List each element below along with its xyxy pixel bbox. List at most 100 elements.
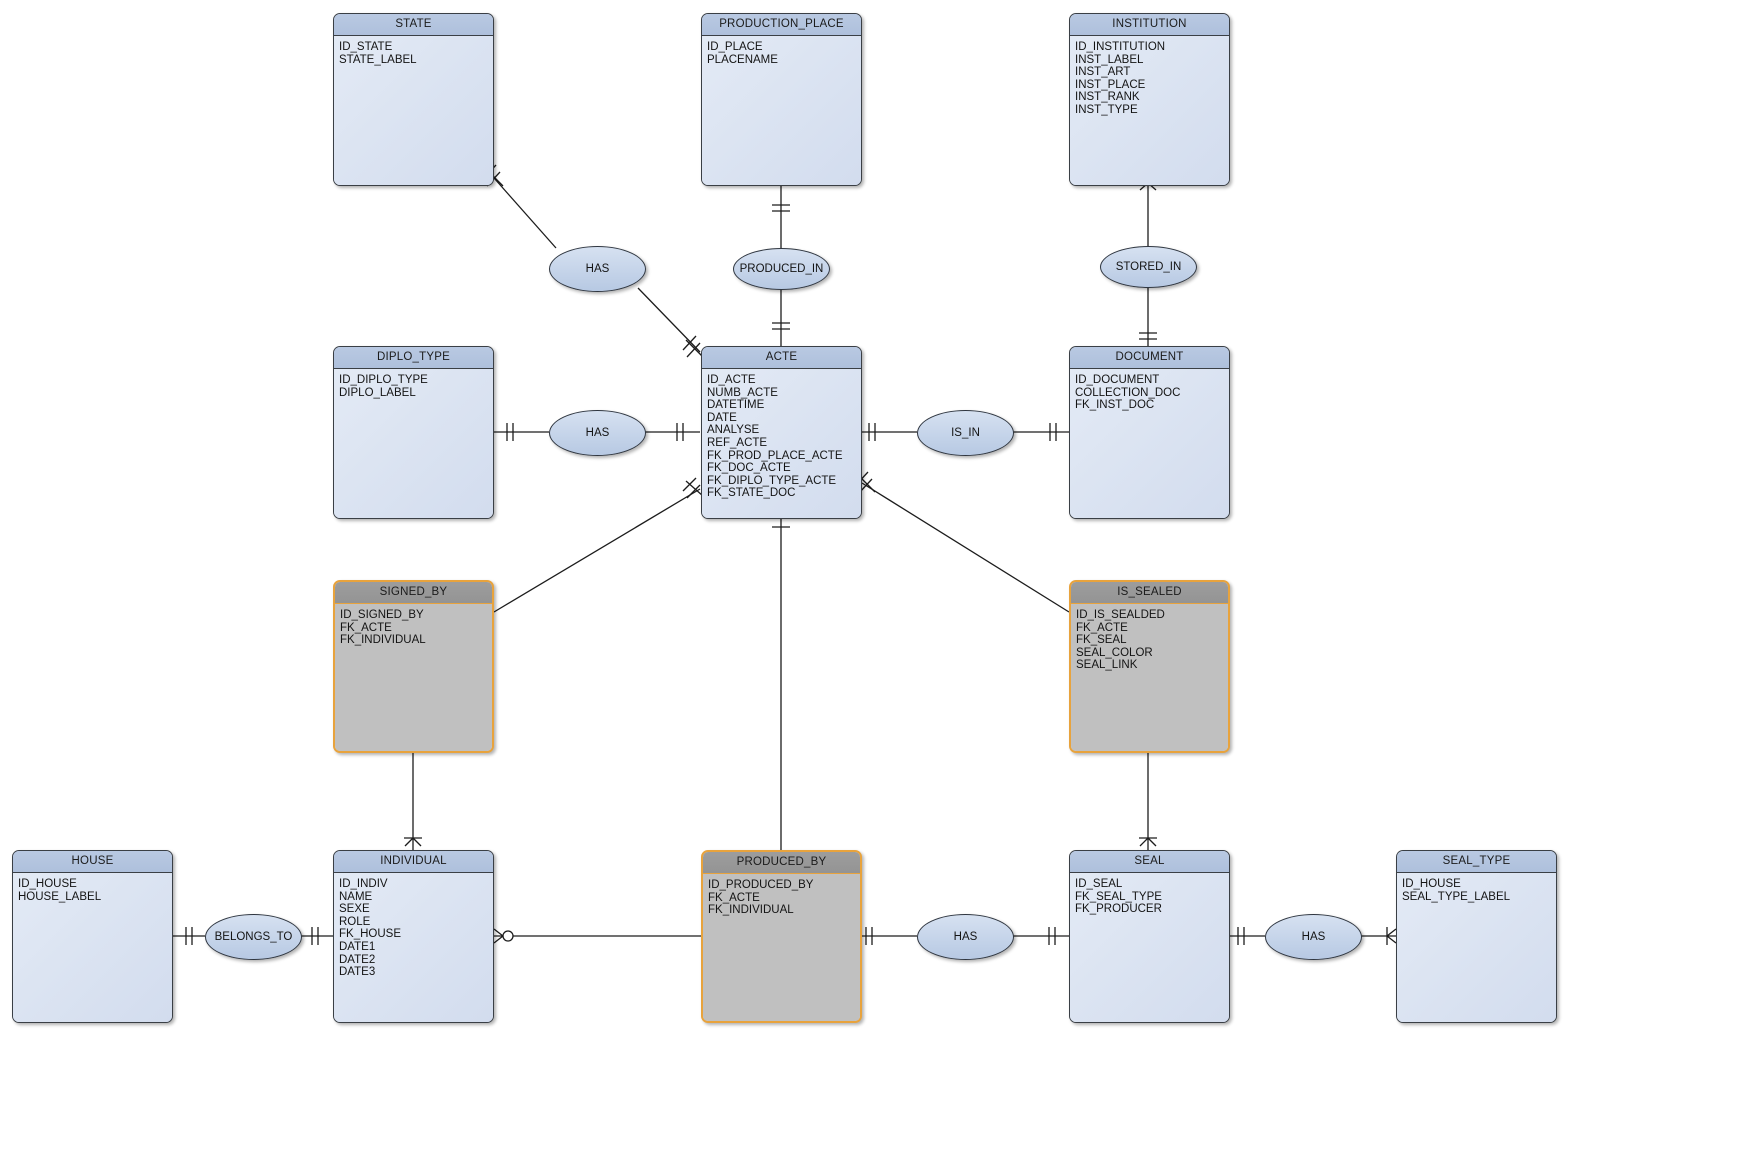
entity-attribute: COLLECTION_DOC (1075, 386, 1181, 399)
entity-attribute: INST_PLACE (1075, 78, 1146, 91)
relationship-has[interactable]: HAS (549, 410, 646, 456)
relationship-is-in[interactable]: IS_IN (917, 410, 1014, 456)
entity-title: IS_SEALED (1071, 582, 1228, 604)
relationship-label: IS_IN (951, 427, 980, 439)
entity-attribute: INST_ART (1075, 66, 1131, 79)
entity-attribute: DATETIME (707, 399, 765, 412)
entity-attribute: ID_HOUSE (18, 878, 77, 890)
entity-attribute: ID_SIGNED_BY (340, 609, 424, 621)
entity-attribute: DATE2 (339, 953, 376, 966)
entity-attribute: SEAL_TYPE_LABEL (1402, 890, 1511, 903)
entity-attribute: FK_DOC_ACTE (707, 462, 791, 475)
entity-title: PRODUCED_BY (703, 852, 860, 874)
entity-attribute: ID_STATE (339, 41, 393, 53)
entity-attribute: REF_ACTE (707, 436, 768, 449)
entity-attribute: ROLE (339, 915, 371, 928)
link-issealed-seal (1139, 753, 1157, 850)
entity-title: STATE (334, 14, 493, 36)
entity-attribute: FK_STATE_DOC (707, 487, 796, 500)
relationship-label: HAS (1301, 931, 1326, 943)
entity-attribute: PLACENAME (707, 53, 778, 66)
link-signedby-individual (404, 753, 422, 850)
relationship-has[interactable]: HAS (1265, 914, 1362, 960)
entity-attribute: FK_INDIVIDUAL (340, 634, 426, 647)
entity-title: DIPLO_TYPE (334, 347, 493, 369)
entity-title: PRODUCTION_PLACE (702, 14, 861, 36)
relationship-has[interactable]: HAS (549, 246, 646, 292)
entity-attribute: FK_ACTE (708, 891, 760, 904)
entity-attribute: FK_PRODUCER (1075, 903, 1162, 916)
entity-attribute: ID_DOCUMENT (1075, 374, 1160, 386)
entity-attribute: INST_TYPE (1075, 103, 1138, 116)
entity-attribute: SEXE (339, 903, 370, 916)
relationship-label: HAS (953, 931, 978, 943)
entity-attribute: ID_DIPLO_TYPE (339, 374, 428, 386)
relationship-has[interactable]: HAS (917, 914, 1014, 960)
entity-attribute: INST_RANK (1075, 91, 1140, 104)
entity-attribute: STATE_LABEL (339, 53, 417, 66)
entity-attribute: ID_IS_SEALDED (1076, 609, 1165, 621)
entity-attribute: FK_INST_DOC (1075, 399, 1155, 412)
entity-attribute: FK_SEAL_TYPE (1075, 890, 1162, 903)
entity-attribute: FK_SEAL (1076, 634, 1127, 647)
entity-title: SEAL_TYPE (1397, 851, 1556, 873)
entity-attribute: ID_INDIV (339, 878, 388, 890)
entity-attribute: ID_HOUSE (1402, 878, 1461, 890)
entity-attribute: FK_ACTE (340, 621, 392, 634)
relationship-produced-in[interactable]: PRODUCED_IN (733, 248, 830, 290)
entity-title: ACTE (702, 347, 861, 369)
relationship-label: BELONGS_TO (214, 931, 293, 943)
entity-title: HOUSE (13, 851, 172, 873)
relationship-label: HAS (585, 263, 610, 275)
entity-attribute: FK_ACTE (1076, 621, 1128, 634)
link-acte-issealed (854, 471, 1070, 613)
relationship-belongs-to[interactable]: BELONGS_TO (205, 914, 302, 960)
entity-attribute: DATE (707, 411, 737, 424)
entity-attribute: ID_PLACE (707, 41, 763, 53)
entity-attribute: DATE3 (339, 966, 376, 979)
entity-attribute: NUMB_ACTE (707, 386, 778, 399)
entity-attribute: DIPLO_LABEL (339, 386, 416, 399)
entity-attribute: ID_SEAL (1075, 878, 1123, 890)
entity-attribute: FK_DIPLO_TYPE_ACTE (707, 474, 837, 487)
relationship-label: HAS (585, 427, 610, 439)
relationship-label: STORED_IN (1115, 261, 1182, 273)
entity-attribute: HOUSE_LABEL (18, 890, 102, 903)
entity-attribute: ID_INSTITUTION (1075, 41, 1166, 53)
entity-attribute: FK_PROD_PLACE_ACTE (707, 449, 843, 462)
entity-attribute: ID_ACTE (707, 374, 756, 386)
entity-attribute: FK_INDIVIDUAL (708, 904, 794, 917)
entity-attribute: NAME (339, 890, 373, 903)
entity-attribute: FK_HOUSE (339, 928, 401, 941)
relationship-stored-in[interactable]: STORED_IN (1100, 246, 1197, 288)
entity-attribute: SEAL_COLOR (1076, 646, 1153, 659)
entity-attribute: ANALYSE (707, 424, 760, 437)
